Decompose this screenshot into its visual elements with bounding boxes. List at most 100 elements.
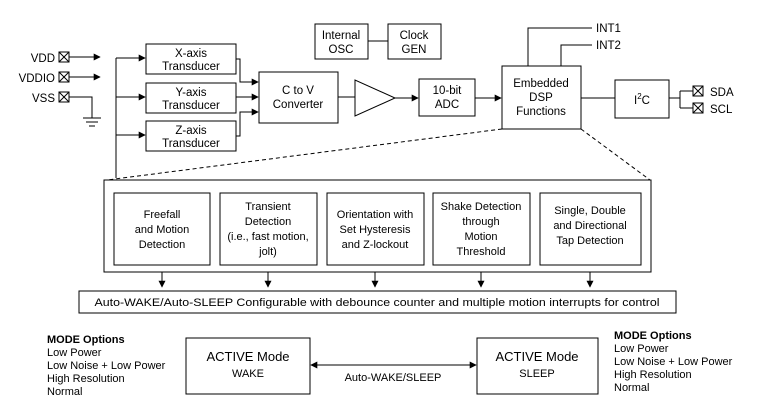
pin-label-vddio: VDDIO (19, 73, 55, 85)
adc-line2: ADC (435, 99, 459, 111)
cv-converter-box (258, 71, 339, 124)
i2c-label-base: I (634, 95, 637, 107)
amplifier-icon (354, 79, 397, 117)
pin-cross-vss-2 (58, 91, 70, 103)
function-transient-box (219, 192, 318, 266)
clock-gen: Clock GEN (387, 23, 442, 60)
pin-vss: VSS (32, 91, 101, 127)
function-shake-line3: Motion (464, 231, 497, 243)
cv-converter-line2: Converter (273, 99, 324, 111)
adc-line1: 10-bit (433, 85, 463, 97)
embedded-dsp-line3: Functions (516, 106, 566, 118)
i2c-box (614, 79, 670, 119)
mode-options-right-item-1: Low Power (614, 343, 669, 355)
function-shake-line1: Shake Detection (441, 201, 522, 213)
x-transducer-line1: X-axis (175, 48, 207, 60)
function-freefall-line3: Detection (139, 239, 185, 251)
i2c: I2C (614, 79, 670, 119)
function-transient-line2: Detection (245, 216, 291, 228)
auto-wake-sleep-label: Auto-WAKE/SLEEP (345, 372, 442, 384)
function-freefall-box (113, 192, 211, 266)
mode-options-left: MODE Options Low Power Low Noise + Low P… (47, 334, 166, 398)
internal-osc: Internal OSC (314, 23, 369, 60)
function-transient-line4: jolt) (258, 246, 277, 258)
x-to-converter (236, 58, 259, 86)
function-shake-box (432, 192, 531, 266)
mode-options-right-item-4: Normal (614, 382, 649, 394)
function-tap: Single, Double and Directional Tap Detec… (539, 192, 642, 266)
pin-cross-vddio-2 (58, 71, 70, 83)
int1-wire (527, 27, 592, 66)
embedded-dsp-box (501, 65, 582, 130)
function-shake-line2: through (462, 216, 499, 228)
mode-options-right-item-2: Low Noise + Low Power (614, 356, 733, 368)
clock-gen-box (387, 23, 442, 60)
active-mode-wake-box (185, 337, 311, 395)
function-tap-line2: and Directional (553, 220, 626, 232)
y-transducer-box (145, 82, 237, 114)
function-transient-line3: (i.e., fast motion, (227, 231, 308, 243)
active-mode-sleep-line1: ACTIVE Mode (495, 349, 578, 364)
function-freefall: Freefall and Motion Detection (113, 192, 211, 266)
function-tap-box (539, 192, 642, 266)
vss-wire (69, 96, 93, 118)
int1-label: INT1 (596, 23, 621, 35)
embedded-dsp: Embedded DSP Functions (501, 65, 582, 130)
y-transducer-line2: Transducer (162, 100, 220, 112)
z-transducer-box (145, 120, 237, 152)
function-transient-line1: Transient (245, 201, 290, 213)
expansion-dash-right (580, 128, 651, 181)
mode-options-right-item-3: High Resolution (614, 369, 692, 381)
pin-label-vdd: VDD (31, 53, 55, 65)
z-to-converter (236, 108, 259, 137)
z-transducer-line2: Transducer (162, 138, 220, 150)
pin-cross-scl-2 (692, 102, 704, 114)
function-transient: Transient Detection (i.e., fast motion, … (219, 192, 318, 266)
mode-options-left-item-4: Normal (47, 386, 82, 398)
function-orientation-line3: and Z-lockout (342, 239, 409, 251)
int2-wire (560, 44, 592, 66)
mode-options-left-item-1: Low Power (47, 347, 102, 359)
function-orientation-box (326, 192, 425, 266)
function-orientation-line2: Set Hysteresis (340, 224, 411, 236)
x-transducer-line2: Transducer (162, 61, 220, 73)
pin-label-scl: SCL (710, 104, 733, 116)
function-shake-line4: Threshold (457, 246, 506, 258)
y-transducer: Y-axis Transducer (145, 82, 237, 114)
z-transducer: Z-axis Transducer (145, 120, 237, 152)
pin-sda: SDA (680, 85, 734, 99)
adc: 10-bit ADC (418, 78, 476, 117)
pin-label-vss: VSS (32, 93, 55, 105)
mode-options-right-title: MODE Options (614, 330, 692, 342)
active-mode-wake: ACTIVE Mode WAKE (185, 337, 311, 395)
adc-box (418, 78, 476, 117)
z-transducer-line1: Z-axis (175, 125, 207, 137)
pin-vdd: VDD (31, 51, 101, 65)
pin-vddio: VDDIO (19, 71, 101, 85)
x-transducer-box (145, 43, 237, 75)
i2c-label: I2C (634, 92, 650, 107)
mode-options-left-title: MODE Options (47, 334, 125, 346)
function-tap-line3: Tap Detection (556, 235, 623, 247)
active-mode-wake-line1: ACTIVE Mode (206, 349, 289, 364)
auto-wake-sleep-banner-box (78, 290, 677, 314)
int2-label: INT2 (596, 40, 621, 52)
x-transducer: X-axis Transducer (145, 43, 237, 75)
i2c-label-tail: C (642, 95, 650, 107)
embedded-dsp-line1: Embedded (513, 78, 569, 90)
cv-converter: C to V Converter (258, 71, 339, 124)
active-mode-wake-line2: WAKE (232, 368, 264, 380)
mode-options-left-item-3: High Resolution (47, 373, 125, 385)
pin-cross-vdd-2 (58, 51, 70, 63)
auto-wake-sleep-banner: Auto-WAKE/Auto-SLEEP Configurable with d… (95, 297, 660, 309)
i2c-label-sup: 2 (637, 92, 642, 101)
active-mode-sleep-line2: SLEEP (519, 368, 554, 380)
active-mode-sleep-box (476, 337, 599, 395)
function-tap-line1: Single, Double (554, 205, 626, 217)
internal-osc-line2: OSC (329, 44, 354, 56)
pin-label-sda: SDA (710, 87, 734, 99)
pin-cross-sda-2 (692, 85, 704, 97)
embedded-dsp-line2: DSP (529, 92, 553, 104)
pin-scl: SCL (680, 102, 733, 116)
